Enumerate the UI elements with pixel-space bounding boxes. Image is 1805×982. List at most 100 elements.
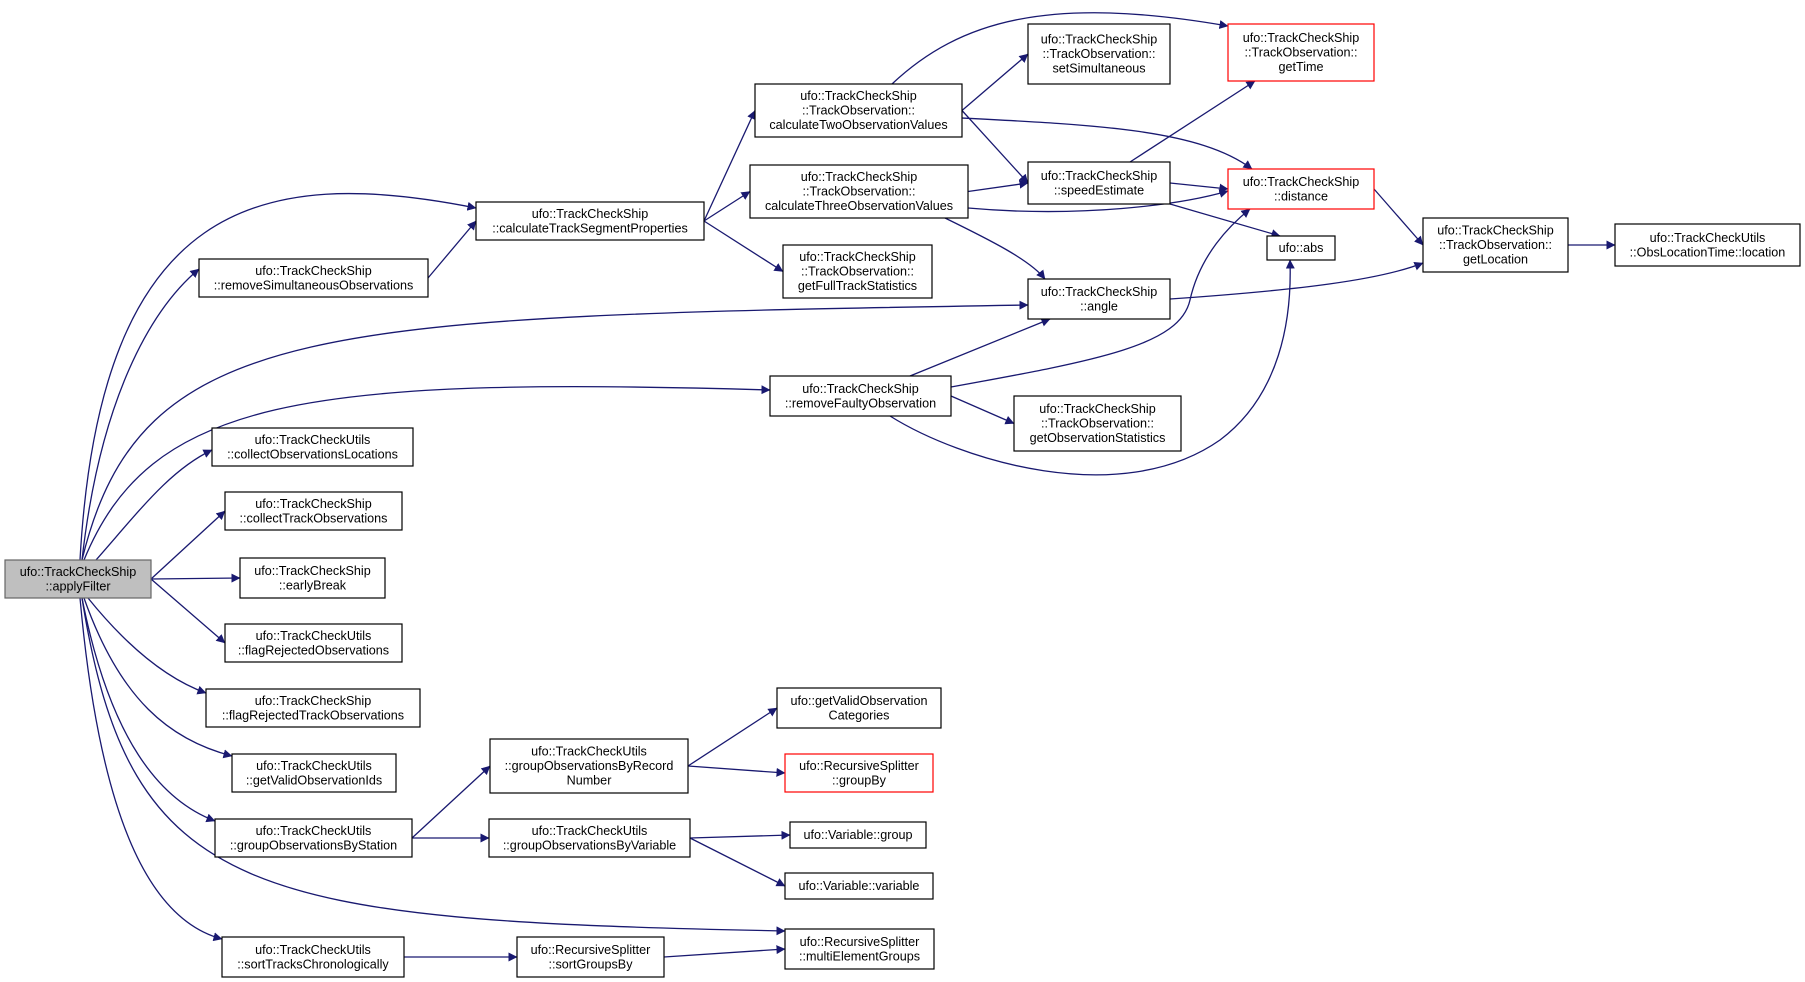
node-groupObservationsByStation[interactable]: ufo::TrackCheckUtils::groupObservationsB… — [214, 818, 413, 858]
node-label-line: ufo::TrackCheckShip — [532, 207, 648, 221]
node-groupObservationsByVariable[interactable]: ufo::TrackCheckUtils::groupObservationsB… — [488, 818, 691, 858]
node-label-line: ufo::RecursiveSplitter — [800, 935, 920, 949]
node-angle[interactable]: ufo::TrackCheckShip::angle — [1027, 278, 1171, 320]
node-label-line: ufo::RecursiveSplitter — [531, 943, 651, 957]
node-groupBy[interactable]: ufo::RecursiveSplitter::groupBy — [784, 753, 934, 793]
node-variableGroup[interactable]: ufo::Variable::group — [789, 821, 927, 849]
node-box — [1027, 23, 1171, 85]
edge-applyFilter-to-removeSimultaneousObservations — [81, 268, 200, 561]
node-label-line: ufo::TrackCheckUtils — [531, 745, 647, 759]
edge-applyFilter-to-earlyBreak — [150, 573, 241, 583]
edge-sortGroupsBy-to-multiElementGroups — [663, 945, 786, 958]
node-box — [1266, 235, 1336, 261]
edge-applyFilter-to-groupObservationsByStation — [81, 597, 216, 823]
node-label-line: ufo::TrackCheckUtils — [256, 759, 372, 773]
node-label-line: ufo::TrackCheckShip — [1243, 175, 1359, 189]
node-label-line: ::removeSimultaneousObservations — [214, 278, 414, 292]
node-box — [516, 936, 665, 978]
node-flagRejectedTrackObservations[interactable]: ufo::TrackCheckShip::flagRejectedTrackOb… — [205, 688, 421, 728]
edge-removeFaultyObservation-to-angle — [909, 318, 1051, 377]
edge-groupObservationsByRecordNumber-to-groupBy — [687, 765, 786, 777]
node-getLocation[interactable]: ufo::TrackCheckShip::TrackObservation::g… — [1422, 217, 1569, 273]
node-box — [4, 559, 152, 599]
node-label-line: ufo::TrackCheckUtils — [1650, 231, 1766, 245]
node-calculateTwoObservationValues[interactable]: ufo::TrackCheckShip::TrackObservation::c… — [754, 83, 963, 138]
edge-applyFilter-to-calculateTrackSegmentProperties — [79, 192, 477, 561]
edge-calculateTrackSegmentProperties-to-getFullTrackStatistics — [703, 220, 784, 273]
node-box — [1027, 161, 1171, 205]
node-box — [1422, 217, 1569, 273]
node-collectObservationsLocations[interactable]: ufo::TrackCheckUtils::collectObservation… — [211, 427, 414, 467]
node-box — [475, 201, 705, 241]
node-multiElementGroups[interactable]: ufo::RecursiveSplitter::multiElementGrou… — [784, 928, 935, 970]
node-label-line: ::getValidObservationIds — [246, 773, 382, 787]
node-setSimultaneous[interactable]: ufo::TrackCheckShip::TrackObservation::s… — [1027, 23, 1171, 85]
node-label-line: ::TrackObservation:: — [801, 265, 914, 279]
edge-distance-to-getLocation — [1373, 188, 1424, 246]
node-collectTrackObservations[interactable]: ufo::TrackCheckShip::collectTrackObserva… — [224, 491, 403, 531]
node-distance[interactable]: ufo::TrackCheckShip::distance — [1227, 168, 1375, 210]
edge-calculateTwoObservationValues-to-getTime — [891, 12, 1229, 85]
edge-removeFaultyObservation-to-distance — [950, 208, 1251, 388]
node-label-line: ufo::TrackCheckShip — [1041, 33, 1157, 47]
node-getObservationStatistics[interactable]: ufo::TrackCheckShip::TrackObservation::g… — [1013, 395, 1182, 452]
node-getFullTrackStatistics[interactable]: ufo::TrackCheckShip::TrackObservation::g… — [782, 244, 933, 299]
node-removeSimultaneousObservations[interactable]: ufo::TrackCheckShip::removeSimultaneousO… — [198, 258, 429, 298]
node-sortTracksChronologically[interactable]: ufo::TrackCheckUtils::sortTracksChronolo… — [221, 936, 405, 978]
node-abs[interactable]: ufo::abs — [1266, 235, 1336, 261]
node-label-line: ufo::TrackCheckUtils — [256, 824, 372, 838]
node-applyFilter[interactable]: ufo::TrackCheckShip::applyFilter — [4, 559, 152, 599]
node-label-line: ::groupObservationsByVariable — [503, 838, 676, 852]
node-calculateThreeObservationValues[interactable]: ufo::TrackCheckShip::TrackObservation::c… — [749, 164, 969, 219]
edge-groupObservationsByStation-to-groupObservationsByRecordNumber — [411, 765, 491, 839]
node-variableVariable[interactable]: ufo::Variable::variable — [784, 872, 934, 900]
node-label-line: ufo::TrackCheckShip — [802, 382, 918, 396]
node-box — [782, 244, 933, 299]
node-label-line: ufo::TrackCheckShip — [799, 250, 915, 264]
node-label-line: ufo::Variable::variable — [799, 879, 920, 893]
node-label-line: ::groupObservationsByRecord — [505, 759, 674, 773]
node-sortGroupsBy[interactable]: ufo::RecursiveSplitter::sortGroupsBy — [516, 936, 665, 978]
node-box — [784, 872, 934, 900]
node-earlyBreak[interactable]: ufo::TrackCheckShip::earlyBreak — [239, 557, 386, 599]
node-box — [239, 557, 386, 599]
node-box — [198, 258, 429, 298]
node-label-line: ufo::RecursiveSplitter — [799, 759, 919, 773]
node-label-line: ::TrackObservation:: — [1439, 238, 1552, 252]
node-label-line: ufo::TrackCheckShip — [20, 565, 136, 579]
node-label-line: ::multiElementGroups — [799, 949, 920, 963]
node-speedEstimate[interactable]: ufo::TrackCheckShip::speedEstimate — [1027, 161, 1171, 205]
node-location[interactable]: ufo::TrackCheckUtils::ObsLocationTime::l… — [1614, 223, 1801, 267]
node-label-line: ufo::TrackCheckShip — [1039, 402, 1155, 416]
edge-calculateThreeObservationValues-to-distance — [967, 189, 1229, 213]
node-label-line: ufo::TrackCheckShip — [255, 264, 371, 278]
nodes-layer: ufo::TrackCheckShip::applyFilterufo::Tra… — [4, 23, 1801, 978]
edges-layer — [79, 12, 1616, 962]
node-box — [1227, 168, 1375, 210]
node-label-line: setSimultaneous — [1052, 62, 1145, 76]
edge-speedEstimate-to-abs — [1169, 203, 1281, 238]
edge-groupObservationsByVariable-to-variableGroup — [689, 830, 791, 840]
node-box — [488, 818, 691, 858]
node-label-line: Categories — [829, 708, 890, 722]
node-label-line: ::TrackObservation:: — [1043, 47, 1156, 61]
node-label-line: ufo::TrackCheckUtils — [255, 943, 371, 957]
node-label-line: getObservationStatistics — [1030, 431, 1166, 445]
node-getValidObservationIds[interactable]: ufo::TrackCheckUtils::getValidObservatio… — [231, 753, 397, 793]
node-flagRejectedObservations[interactable]: ufo::TrackCheckUtils::flagRejectedObserv… — [224, 623, 403, 663]
node-label-line: ufo::TrackCheckShip — [255, 497, 371, 511]
node-label-line: ::angle — [1080, 299, 1118, 313]
edge-calculateThreeObservationValues-to-angle — [944, 217, 1046, 280]
edge-calculateTrackSegmentProperties-to-calculateTwoObservationValues — [703, 110, 756, 222]
edge-removeFaultyObservation-to-getObservationStatistics — [950, 395, 1015, 425]
node-label-line: ufo::TrackCheckShip — [801, 170, 917, 184]
node-getTime[interactable]: ufo::TrackCheckShip::TrackObservation::g… — [1227, 23, 1375, 82]
node-box — [749, 164, 969, 219]
node-removeFaultyObservation[interactable]: ufo::TrackCheckShip::removeFaultyObserva… — [769, 375, 952, 417]
node-box — [489, 738, 689, 794]
node-label-line: ::TrackObservation:: — [1245, 46, 1358, 60]
node-calculateTrackSegmentProperties[interactable]: ufo::TrackCheckShip::calculateTrackSegme… — [475, 201, 705, 241]
node-groupObservationsByRecordNumber[interactable]: ufo::TrackCheckUtils::groupObservationsB… — [489, 738, 689, 794]
